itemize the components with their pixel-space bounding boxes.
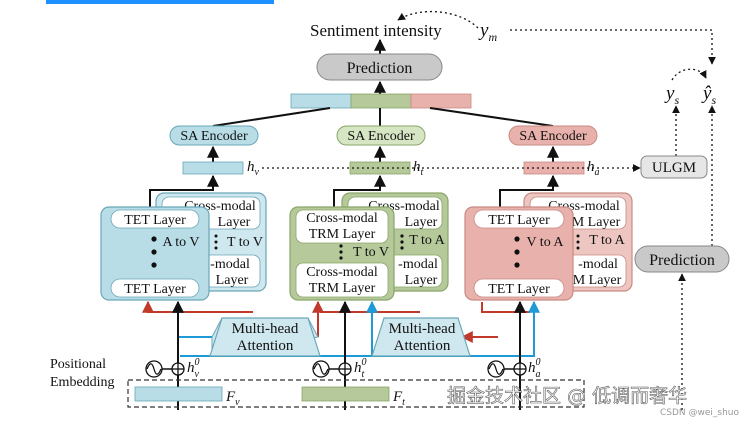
y-m-label: ym bbox=[478, 20, 497, 44]
enc-v-to-concat-line bbox=[212, 107, 331, 127]
positional-label-line2: Embedding bbox=[50, 375, 115, 390]
ha-label: ha bbox=[587, 159, 600, 178]
concat-feature-blue bbox=[290, 93, 352, 109]
mha-left-box bbox=[209, 317, 321, 357]
block-v-top-pill bbox=[110, 209, 200, 229]
block-v-bottom-label: TET Layer bbox=[124, 282, 186, 297]
block-v-top-label: TET Layer bbox=[124, 213, 186, 228]
right-prediction-label: Prediction bbox=[649, 252, 715, 269]
block-t-bottom-pill bbox=[295, 262, 389, 298]
positional-sine-t bbox=[312, 360, 352, 378]
block-v: Cross-modal Layer T to V -modal Layer TE… bbox=[100, 192, 267, 301]
red-arrow-to-v bbox=[142, 300, 253, 313]
ht-label: ht bbox=[413, 159, 424, 178]
fv-label: Fv bbox=[225, 389, 240, 408]
yhat-s-label: ŷs bbox=[701, 83, 716, 107]
block-a-back-line4: M Layer bbox=[573, 273, 622, 288]
mha-right-line1: Multi-head bbox=[389, 321, 456, 337]
concat-feature-red bbox=[410, 93, 472, 109]
block-t-direction: T to V bbox=[353, 245, 389, 260]
block-t-bottom-line2: TRM Layer bbox=[309, 281, 376, 296]
block-t-back-line3: -modal bbox=[398, 257, 438, 272]
ft-feature-bar bbox=[301, 386, 390, 402]
fv-feature-bar bbox=[134, 386, 223, 402]
sa-encoder-a-label: SA Encoder bbox=[519, 129, 587, 144]
right-prediction-box bbox=[634, 245, 730, 273]
red-arrow-to-a bbox=[481, 302, 530, 313]
positional-sine-a bbox=[487, 360, 527, 378]
ft-label: Ft bbox=[392, 389, 405, 408]
block-v-bottom-pill bbox=[110, 278, 200, 298]
block-t-back-line4: Layer bbox=[405, 273, 438, 288]
block-a-back-line2: M Layer bbox=[572, 215, 621, 230]
sa-encoder-t-label: SA Encoder bbox=[347, 129, 415, 144]
sa-encoder-v-label: SA Encoder bbox=[180, 129, 248, 144]
block-a-bottom-label: TET Layer bbox=[488, 282, 550, 297]
mha-left-line2: Attention bbox=[237, 338, 294, 354]
watermark-main: 掘金技术社区 @ 低调而奢华 bbox=[447, 385, 687, 407]
block-a-back-line3: -modal bbox=[578, 257, 618, 272]
enc-a-to-concat-line bbox=[429, 107, 554, 127]
block-t-bottom-line1: Cross-modal bbox=[306, 265, 378, 280]
block-t-back-direction: T to A bbox=[409, 233, 445, 248]
block-t-to-ht-arrow bbox=[333, 174, 386, 207]
ulgm-box bbox=[640, 155, 708, 179]
block-t: Cross-modal Layer T to A -modal Layer Cr… bbox=[289, 192, 449, 301]
block-a-top-pill bbox=[473, 209, 565, 229]
block-a: Cross-modal M Layer T to A -modal M Laye… bbox=[464, 192, 633, 301]
block-a-bottom-pill bbox=[473, 278, 565, 298]
ht-feature-bar bbox=[349, 161, 411, 175]
block-v-back-line2: Layer bbox=[218, 215, 251, 230]
block-a-direction: V to A bbox=[526, 235, 564, 250]
block-a-to-ha-arrow bbox=[499, 174, 559, 207]
input-dashed-frame bbox=[127, 379, 585, 408]
watermark-small: CSDN @wei_shuo bbox=[660, 408, 740, 418]
sa-encoder-v-box bbox=[169, 125, 259, 146]
blue-arrow-up-v bbox=[172, 300, 212, 338]
block-t-top-line1: Cross-modal bbox=[306, 211, 378, 226]
top-highlight-bar bbox=[46, 0, 274, 4]
top-prediction-box bbox=[316, 53, 443, 81]
positional-label-line1: Positional bbox=[50, 357, 106, 372]
hv-label: hv bbox=[247, 159, 260, 178]
sa-encoder-a-box bbox=[508, 125, 598, 146]
block-v-back-direction: T to V bbox=[227, 235, 263, 250]
block-a-back-direction: T to A bbox=[589, 233, 625, 248]
concat-feature-green bbox=[350, 93, 412, 109]
ys-to-yhat-dotted-arrow bbox=[671, 68, 707, 81]
block-t-dots bbox=[339, 234, 404, 260]
block-t-top-line2: TRM Layer bbox=[309, 227, 376, 242]
ys-label: ys bbox=[664, 83, 679, 107]
mha-left-line1: Multi-head bbox=[232, 321, 299, 337]
block-v-dots bbox=[151, 234, 218, 268]
mha-right-box bbox=[371, 317, 471, 357]
positional-sine-v bbox=[145, 360, 185, 378]
ulgm-label: ULGM bbox=[652, 160, 696, 176]
ym-to-right-dotted-path bbox=[510, 29, 716, 65]
top-prediction-label: Prediction bbox=[347, 60, 413, 77]
block-t-top-pill bbox=[295, 209, 389, 244]
block-a-dots bbox=[514, 234, 580, 268]
sa-encoder-t-box bbox=[336, 125, 426, 146]
block-v-back-line3: -modal bbox=[210, 257, 250, 272]
block-t-back-line2: Layer bbox=[405, 215, 438, 230]
hv-feature-bar bbox=[182, 161, 244, 175]
sentiment-intensity-label: Sentiment intensity bbox=[310, 21, 442, 40]
block-v-back-line4: Layer bbox=[216, 273, 249, 288]
block-v-to-hv-arrow bbox=[149, 174, 219, 207]
block-a-top-label: TET Layer bbox=[488, 213, 550, 228]
block-v-direction: A to V bbox=[162, 235, 199, 250]
mha-right-line2: Attention bbox=[394, 338, 451, 354]
